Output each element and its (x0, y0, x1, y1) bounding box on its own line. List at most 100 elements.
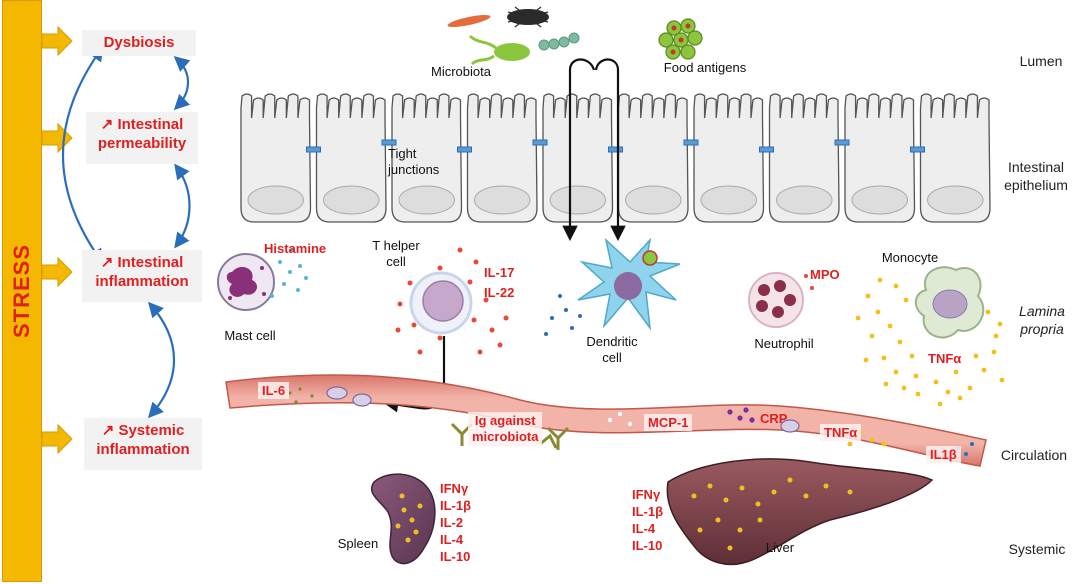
epithelial-cell-nucleus (927, 185, 984, 215)
food-antigens-art (658, 18, 703, 60)
spleen-cytokine: IL-4 (440, 532, 464, 547)
epithelial-cell-nucleus (700, 185, 757, 215)
il22-label: IL-22 (484, 285, 515, 300)
tnfa-dot (901, 385, 907, 391)
tnfa-dot (933, 379, 939, 385)
epithelium-art (240, 93, 991, 223)
region-epithelium-line1: Intestinal (1007, 159, 1065, 175)
il6-label: IL-6 (258, 382, 290, 399)
mpo-label: MPO (810, 267, 840, 282)
tnfa-dot (913, 373, 919, 379)
tnfa-dot (999, 377, 1005, 383)
region-epithelium-line2: epithelium (1004, 177, 1068, 193)
mast-cell-art (217, 248, 308, 311)
ig-label: Ig against microbiota (468, 412, 543, 446)
inflammation-line2: inflammation (95, 273, 189, 290)
tight-junction (306, 146, 321, 153)
circulation-tnfa-label: TNFα (820, 424, 862, 441)
tnfa-dot (985, 309, 991, 315)
tight-junction (532, 139, 548, 146)
region-circulation: Circulation (1000, 447, 1068, 463)
region-lamina-line2: propria (1020, 321, 1064, 337)
mcp1-label: MCP-1 (644, 414, 693, 431)
tnfa-dot (855, 315, 861, 321)
liver-cytokine-list: IFNγ IL-1β IL-4 IL-10 (632, 486, 663, 554)
dysbiosis-label: Dysbiosis (103, 34, 175, 51)
dendritic-cell-label: Dendritic cell (574, 334, 650, 366)
monocyte-label: Monocyte (881, 250, 939, 265)
tight-junction (834, 139, 850, 146)
translocation-arrows (562, 58, 626, 242)
region-lamina-line1: Lamina (1019, 303, 1065, 319)
systemic-inflammation-box: ↗ Systemic inflammation (84, 418, 202, 470)
tnfa-dot (953, 369, 959, 375)
tnfa-dot (937, 401, 943, 407)
region-systemic: Systemic (1008, 541, 1066, 557)
neutrophil-label: Neutrophil (754, 336, 814, 351)
spleen-art (370, 473, 436, 565)
tnfa-dot (909, 353, 915, 359)
tight-junctions-label: Tight junctions (388, 146, 478, 178)
epithelial-cell-nucleus (776, 185, 833, 215)
tissue-tnfa-label: TNFα (928, 351, 962, 366)
liver-cytokine: IL-10 (632, 538, 663, 553)
stress-bar: STRESS (2, 0, 42, 582)
tnfa-dot (863, 357, 869, 363)
spleen-cytokine: IL-2 (440, 515, 464, 530)
permeability-line2: permeability (97, 135, 187, 152)
epithelial-cell-nucleus (247, 185, 304, 215)
region-lumen: Lumen (1019, 53, 1063, 69)
dendritic-line2: cell (602, 350, 622, 365)
region-lamina-propria: Lamina propria (1010, 302, 1074, 338)
tnfa-dot (997, 321, 1003, 327)
stress-label: STRESS (9, 243, 34, 339)
increase-arrow-icon: ↗ (101, 422, 115, 439)
t-helper-line1: T helper (372, 238, 420, 253)
tnfa-dot (981, 367, 987, 373)
region-epithelium: Intestinal epithelium (998, 158, 1074, 194)
epithelial-cell-nucleus (625, 185, 682, 215)
ig-line2: microbiota (472, 429, 539, 444)
dendritic-line1: Dendritic (586, 334, 638, 349)
mast-cell-label: Mast cell (224, 328, 276, 343)
liver-art (666, 458, 934, 566)
tnfa-dot (915, 391, 921, 397)
spleen-cytokine: IL-10 (440, 549, 471, 564)
spleen-label: Spleen (337, 536, 379, 551)
spleen-cytokine: IL-1β (440, 498, 472, 513)
il1b-label: IL1β (926, 446, 961, 463)
tight-junction (683, 139, 699, 146)
intestinal-inflammation-box: ↗ Intestinal inflammation (82, 250, 202, 302)
liver-cytokine: IFNγ (632, 487, 661, 502)
monocyte-art (914, 266, 985, 339)
liver-cytokine: IL-1β (632, 504, 664, 519)
spleen-cytokine-list: IFNγ IL-1β IL-2 IL-4 IL-10 (440, 480, 471, 565)
microbiota-label: Microbiota (431, 64, 491, 79)
tight-junction (457, 146, 472, 153)
epithelial-cell-nucleus (851, 185, 908, 215)
microbiota-art (447, 6, 580, 66)
tnfa-dot (897, 339, 903, 345)
permeability-line1: Intestinal (117, 116, 184, 133)
il17-label: IL-17 (484, 265, 515, 280)
ig-line1: Ig against (474, 413, 536, 428)
histamine-label: Histamine (264, 241, 327, 256)
crp-label: CRP (760, 411, 788, 426)
dendritic-cell-art (544, 237, 681, 336)
epithelial-cell-nucleus (323, 185, 380, 215)
tnfa-dot (903, 297, 909, 303)
connector-arrows (61, 45, 191, 419)
tnfa-dot (967, 385, 973, 391)
tight-junction (910, 146, 925, 153)
t-helper-cell-art (395, 247, 509, 355)
tnfa-dot (875, 309, 881, 315)
liver-cytokine: IL-4 (632, 521, 656, 536)
epithelial-cell-nucleus (549, 185, 606, 215)
tight-junctions-line1: Tight (388, 146, 417, 161)
dysbiosis-box: Dysbiosis (82, 30, 196, 56)
increase-arrow-icon: ↗ (100, 116, 114, 133)
epithelial-cell-nucleus (398, 185, 455, 215)
tight-junction (608, 146, 623, 153)
